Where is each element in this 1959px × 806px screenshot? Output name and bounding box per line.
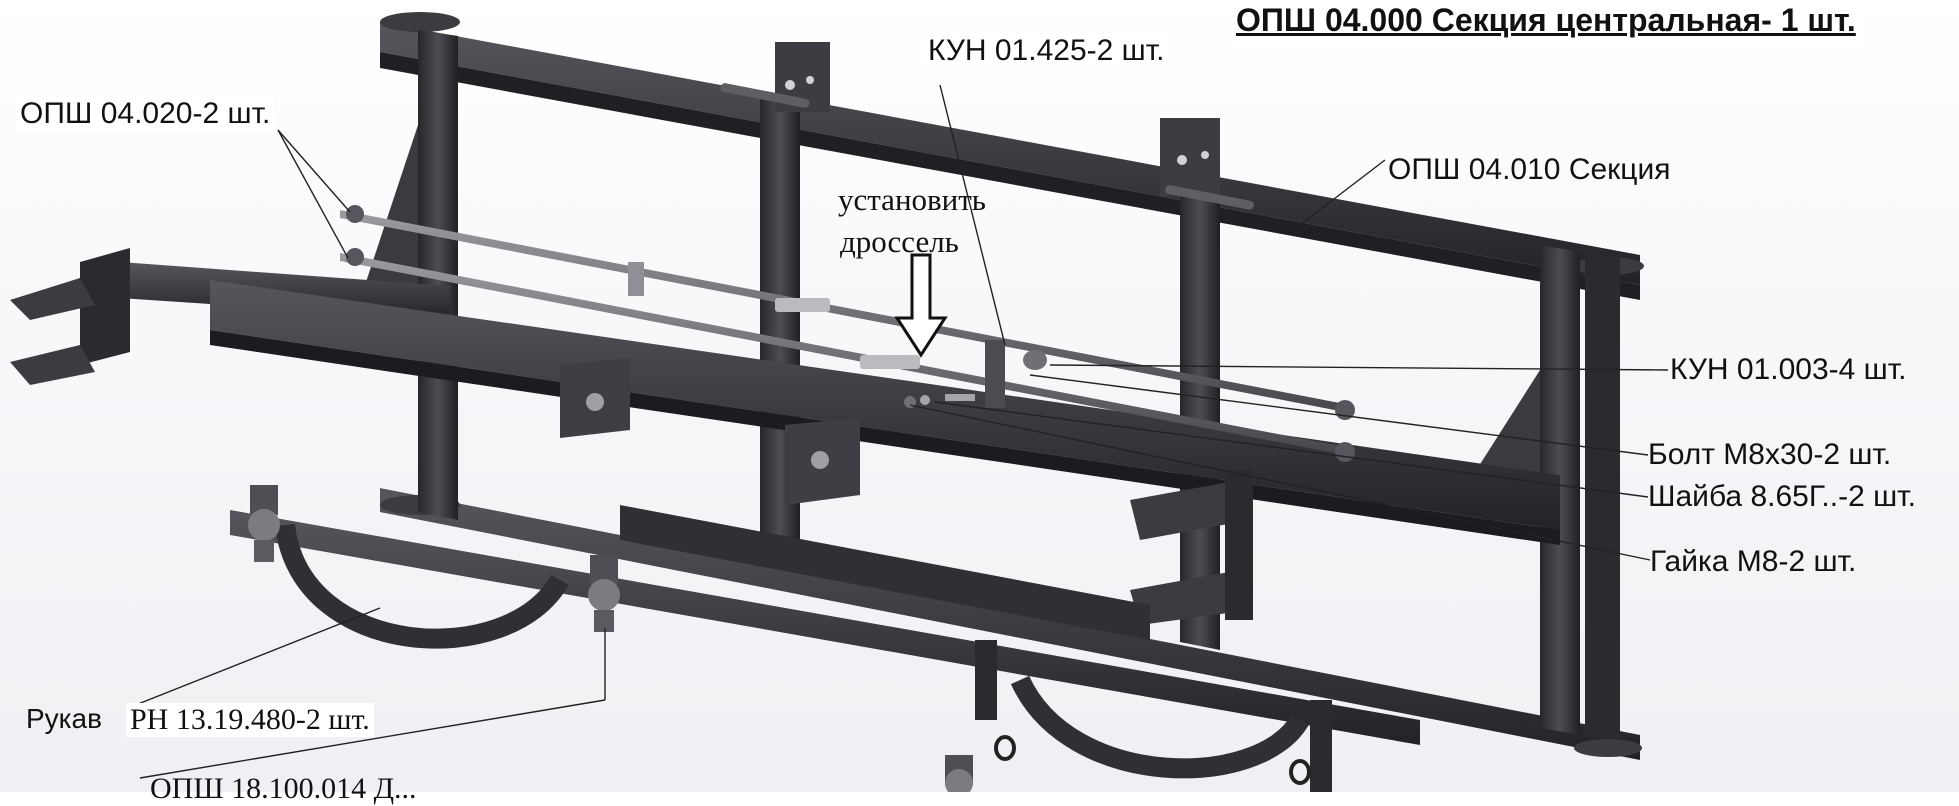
callout-nut: Гайка М8-2 шт. [1650, 545, 1857, 578]
right-front-brackets [1130, 470, 1253, 625]
install-note-line2: дроссель [840, 224, 959, 259]
callout-bottom-cut: ОПШ 18.100.014 Д... [150, 772, 417, 805]
callout-washer: Шайба 8.65Г..-2 шт. [1648, 480, 1916, 513]
tie-rods [340, 205, 1355, 462]
install-note-line1: установить [838, 182, 986, 217]
clamps [994, 735, 1311, 785]
callout-kun-01-003: КУН 01.003-4 шт. [1670, 353, 1907, 386]
nozzles [248, 485, 973, 792]
top-brackets [720, 42, 1254, 210]
callout-kun-01-425: КУН 01.425-2 шт. [924, 34, 1169, 68]
lower-front-tube [230, 505, 1420, 792]
back-top-beam [380, 12, 1644, 300]
callout-opsh-04-020: ОПШ 04.020-2 шт. [16, 97, 275, 131]
page-title: ОПШ 04.000 Секция центральная- 1 шт. [1232, 2, 1862, 49]
hoses [275, 523, 1309, 779]
install-arrow [894, 253, 948, 358]
leader-lines [127, 84, 1669, 779]
callout-opsh-04-010: ОПШ 04.010 Секция [1388, 153, 1671, 186]
callout-hose-word: Рукав [26, 703, 102, 734]
callout-hose-code: РН 13.19.480-2 шт. [126, 703, 374, 737]
callout-bolt: Болт М8х30-2 шт. [1648, 438, 1892, 471]
